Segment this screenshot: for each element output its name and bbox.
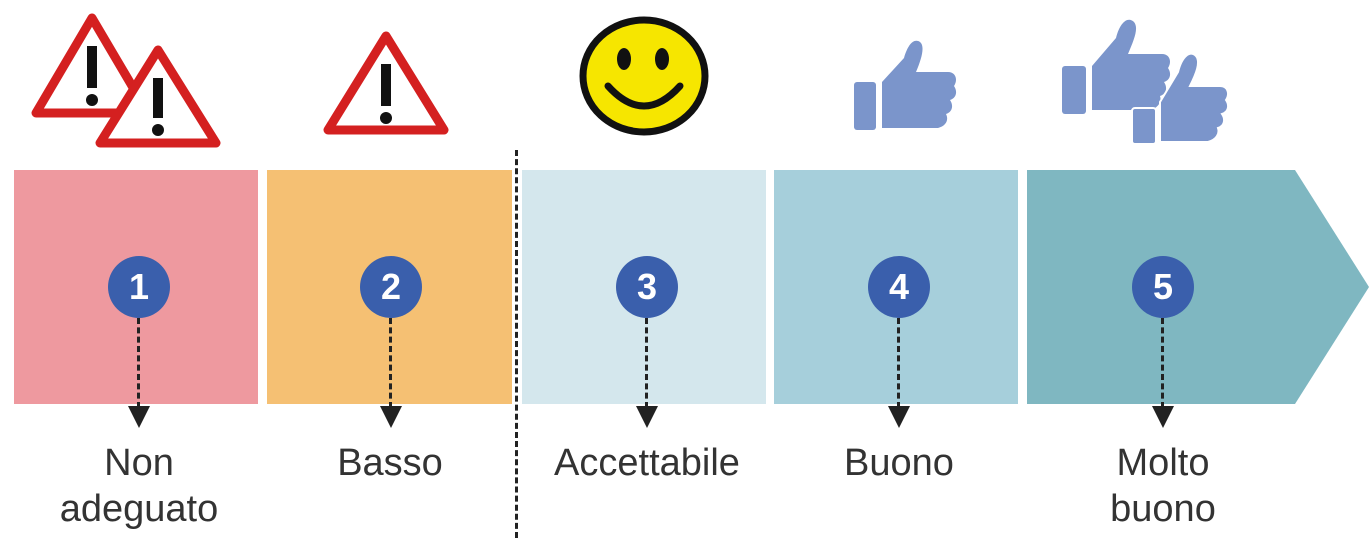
level-3-label-line1: Accettabile: [554, 442, 740, 484]
level-4-badge: 4: [868, 256, 930, 318]
level-2-label: Basso: [270, 440, 510, 486]
level-1-badge: 1: [108, 256, 170, 318]
level-1-label-line2: adeguato: [59, 488, 219, 530]
warning-triangle-icon: [31, 13, 153, 118]
level-4-connector: [897, 318, 900, 408]
level-5-arrow-band: [1027, 170, 1369, 404]
level-3-label: Accettabile: [527, 440, 767, 486]
level-2-label-line1: Basso: [337, 442, 443, 484]
thumbs-up-icon: [854, 40, 957, 130]
level-1-arrowhead: [128, 406, 150, 428]
level-5-badge: 5: [1132, 256, 1194, 318]
level-3-arrowhead: [636, 406, 658, 428]
level-2-badge: 2: [360, 256, 422, 318]
level-5-label: Molto buono: [1043, 440, 1283, 532]
level-3-badge: 3: [616, 256, 678, 318]
level-1-label-line1: Non: [104, 442, 174, 484]
thumbs-up-icon: [1131, 52, 1230, 145]
warning-triangle-icon: [323, 31, 449, 135]
level-4-label: Buono: [779, 440, 1019, 486]
threshold-divider: [515, 150, 518, 538]
level-2-connector: [389, 318, 392, 408]
level-4-arrowhead: [888, 406, 910, 428]
warning-triangle-icon: [95, 45, 221, 148]
level-5-label-line1: Molto: [1116, 442, 1210, 484]
level-5-arrowhead: [1152, 406, 1174, 428]
level-2-arrowhead: [380, 406, 402, 428]
level-5-connector: [1161, 318, 1164, 408]
smiley-face-icon: [579, 16, 709, 136]
level-3-connector: [645, 318, 648, 408]
level-1-label: Non adeguato: [19, 440, 259, 532]
double-warning-triangle-icon: [31, 13, 221, 148]
thumbs-up-icon: [1062, 19, 1171, 114]
level-5-label-line2: buono: [1110, 488, 1216, 530]
double-thumbs-up-icon: [1062, 19, 1230, 145]
level-4-label-line1: Buono: [844, 442, 954, 484]
level-1-connector: [137, 318, 140, 408]
